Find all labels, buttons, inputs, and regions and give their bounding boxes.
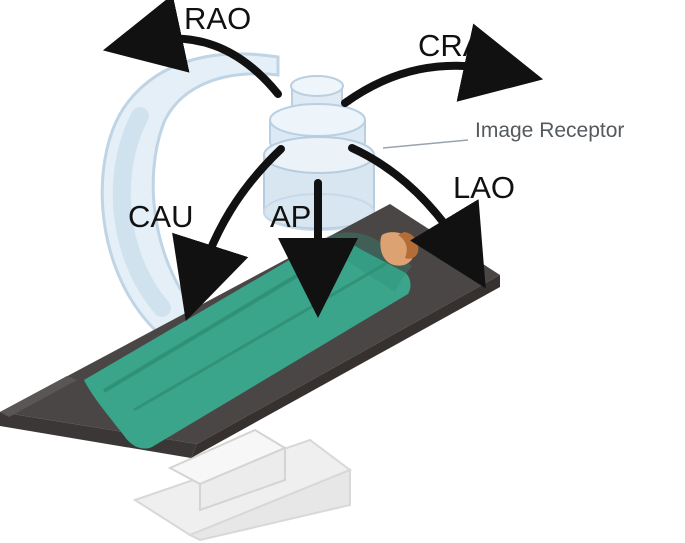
cra-arrow-icon [345, 66, 504, 103]
ap-label: AP [270, 201, 311, 232]
rao-label: RAO [184, 3, 251, 34]
lao-label: LAO [453, 172, 515, 203]
cau-label: CAU [128, 201, 193, 232]
cra-label: CRA [418, 30, 483, 61]
image-receptor-pointer [383, 140, 468, 148]
image-receptor-label: Image Receptor [475, 120, 624, 141]
